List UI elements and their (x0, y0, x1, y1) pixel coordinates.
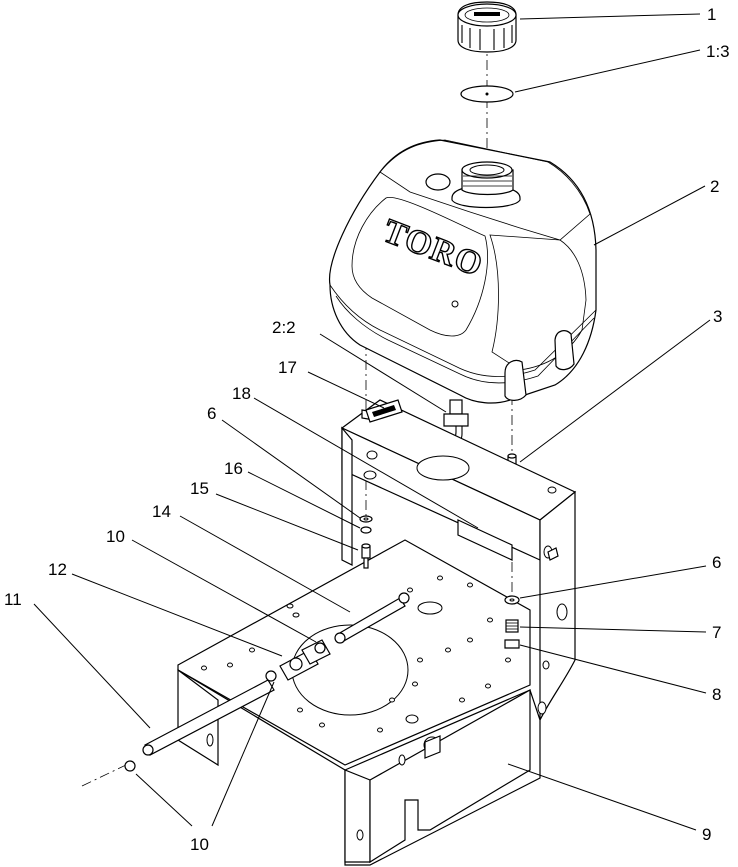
callout-leaders (33, 13, 711, 831)
fuel-tank: TORO (328, 139, 597, 404)
leader-10a (131, 539, 317, 643)
leader-12 (71, 573, 283, 657)
callout-6-left: 6 (207, 404, 216, 423)
leader-2-2 (319, 333, 447, 413)
callout-12: 12 (48, 560, 67, 579)
callout-6-right: 6 (712, 553, 721, 572)
decal-17 (365, 399, 403, 423)
leader-15 (215, 493, 359, 551)
callout-1: 1 (707, 5, 716, 24)
leader-3 (519, 319, 711, 463)
leader-2 (593, 185, 706, 246)
leader-18 (253, 397, 479, 529)
right-hardware (504, 595, 520, 649)
fuel-valve (439, 399, 469, 449)
callout-14: 14 (152, 502, 171, 521)
callout-2-2: 2:2 (272, 318, 296, 337)
leader-7 (519, 626, 707, 633)
callout-10-bottom: 10 (190, 835, 209, 854)
callout-8: 8 (712, 685, 721, 704)
left-hardware (359, 515, 373, 569)
leader-11 (33, 603, 151, 729)
leader-6b (519, 565, 707, 599)
callout-1-3: 1:3 (706, 42, 730, 61)
leader-14 (179, 515, 351, 613)
leader-10b-right (211, 681, 275, 827)
leader-1 (519, 13, 701, 20)
leader-17 (307, 371, 385, 409)
callout-7: 7 (712, 623, 721, 642)
callout-9: 9 (702, 825, 711, 844)
leader-9 (507, 763, 697, 831)
fuel-filter (124, 592, 410, 772)
callout-15: 15 (190, 479, 209, 498)
callout-16: 16 (224, 459, 243, 478)
fuel-lines (142, 597, 406, 756)
cap-gasket (460, 85, 514, 103)
callout-3: 3 (713, 307, 722, 326)
leader-8 (519, 644, 707, 694)
callout-18: 18 (232, 384, 251, 403)
mounting-frame (177, 399, 577, 866)
leader-1-3 (514, 49, 701, 93)
callout-10-top: 10 (106, 527, 125, 546)
leader-6a (221, 419, 361, 519)
callout-2: 2 (710, 177, 719, 196)
leader-16 (247, 471, 361, 529)
leader-10b-left (135, 773, 193, 827)
fuel-cap (457, 1, 517, 53)
callout-labels: 1 1:3 2 2:2 3 17 18 6 16 15 14 10 12 11 … (4, 5, 730, 854)
callout-17: 17 (278, 358, 297, 377)
callout-11: 11 (4, 590, 22, 609)
